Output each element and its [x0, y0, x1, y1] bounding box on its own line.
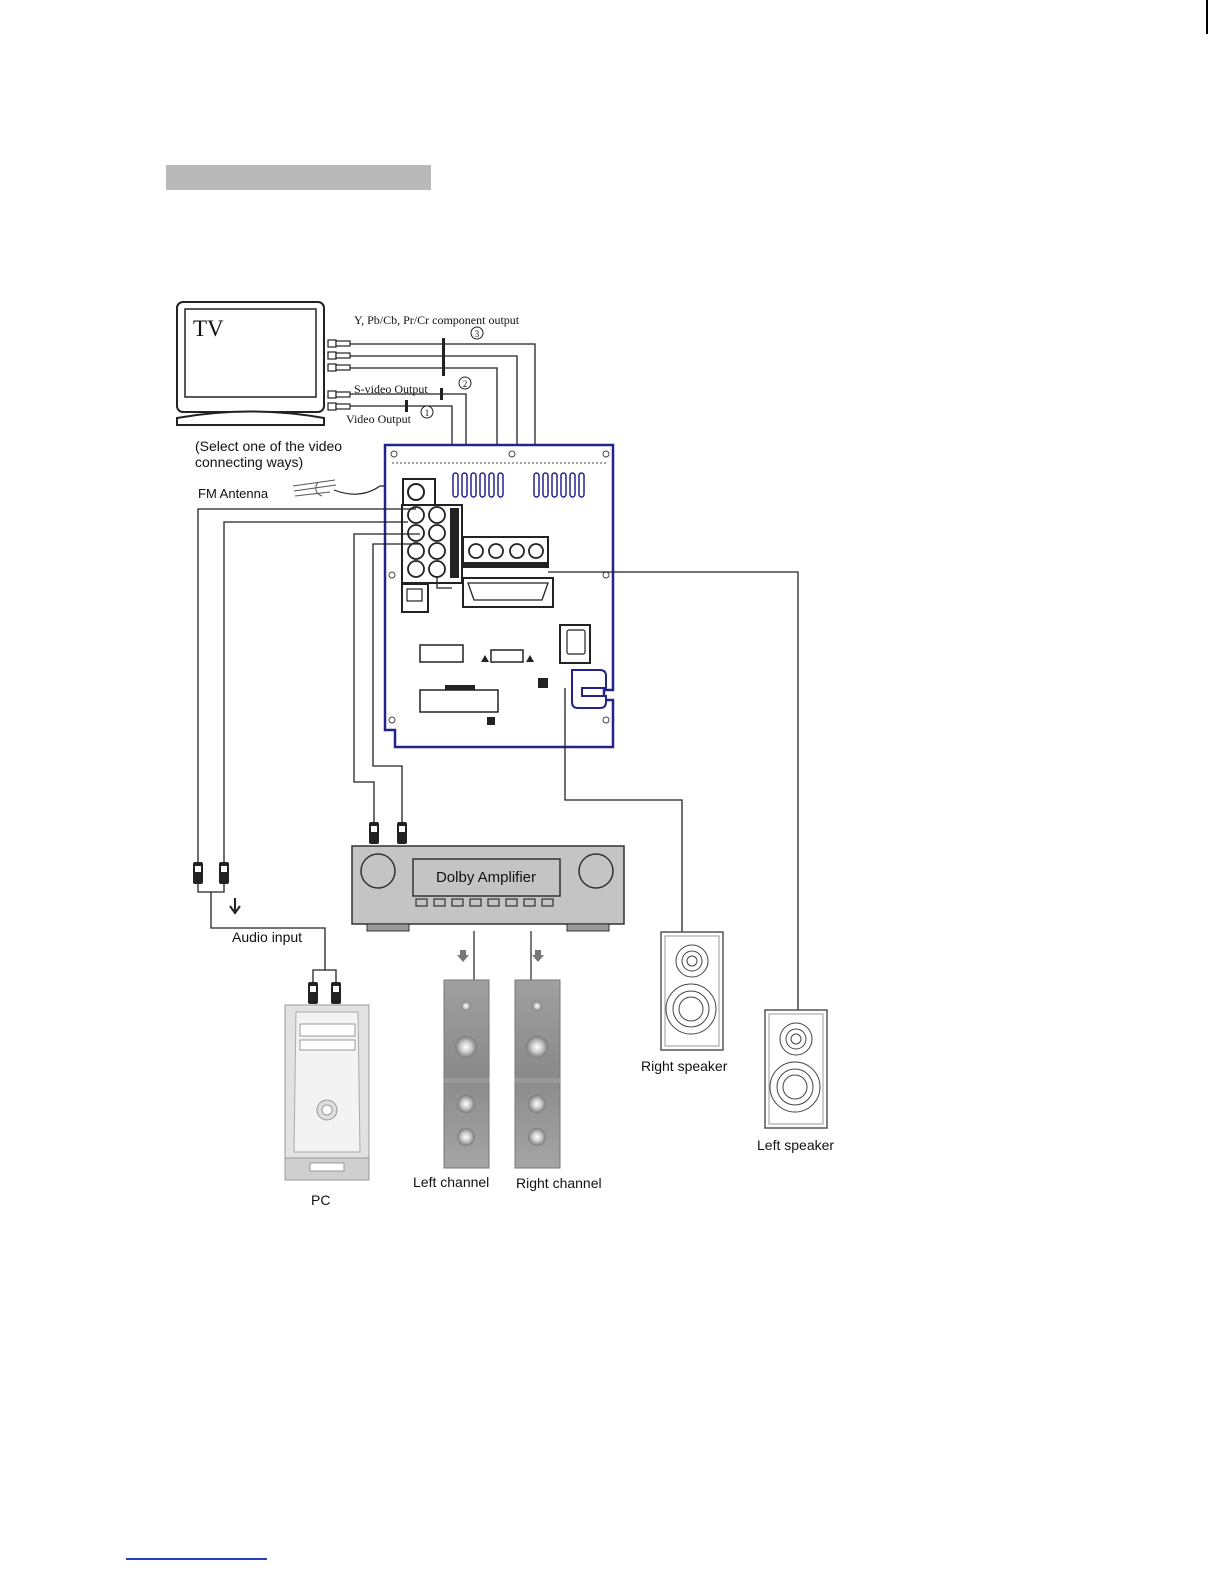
dolby-amplifier: Dolby Amplifier: [352, 846, 624, 931]
right-speaker: [661, 932, 723, 1050]
left-channel-speaker: [444, 980, 489, 1168]
tv-connectors: [328, 340, 350, 410]
audio-input-rca-plugs: [193, 862, 229, 892]
note-line-2: connecting ways): [195, 454, 303, 470]
tv-set: TV: [177, 302, 324, 425]
tv-label: TV: [193, 316, 224, 341]
right-speaker-label: Right speaker: [641, 1058, 728, 1074]
video-output-number: 1: [425, 408, 430, 418]
pc-label: PC: [311, 1192, 330, 1208]
video-output-label: Video Output: [346, 412, 412, 426]
down-arrow-icon-left: [457, 950, 469, 962]
amplifier-label: Dolby Amplifier: [436, 869, 536, 886]
svideo-output-label: S-video Output: [354, 382, 428, 396]
left-speaker-label: Left speaker: [757, 1137, 834, 1153]
svideo-output-number: 2: [463, 379, 468, 389]
component-output-number: 3: [475, 329, 480, 339]
fm-antenna-label: FM Antenna: [198, 486, 269, 501]
right-channel-label: Right channel: [516, 1175, 602, 1191]
video-cable-tie: [405, 400, 408, 412]
footer-rule: [126, 1558, 267, 1560]
pc-tower: [285, 1005, 369, 1180]
left-speaker: [765, 1010, 827, 1128]
pc-rca-plugs: [308, 982, 341, 1004]
amplifier-rca-plugs: [369, 822, 407, 844]
note-line-1: (Select one of the video: [195, 438, 342, 454]
down-arrow-icon: [230, 898, 240, 913]
left-channel-label: Left channel: [413, 1174, 489, 1190]
fm-antenna-icon: [293, 480, 336, 496]
component-output-label: Y, Pb/Cb, Pr/Cr component output: [354, 313, 520, 327]
rear-panel: [385, 445, 613, 747]
down-arrow-icon-right: [532, 950, 544, 962]
right-channel-speaker: [515, 980, 560, 1168]
audio-input-label: Audio input: [232, 929, 302, 945]
amplifier-speaker-cables: [474, 931, 531, 980]
component-cable-tie: [442, 338, 445, 376]
svideo-cable-tie: [440, 388, 443, 400]
